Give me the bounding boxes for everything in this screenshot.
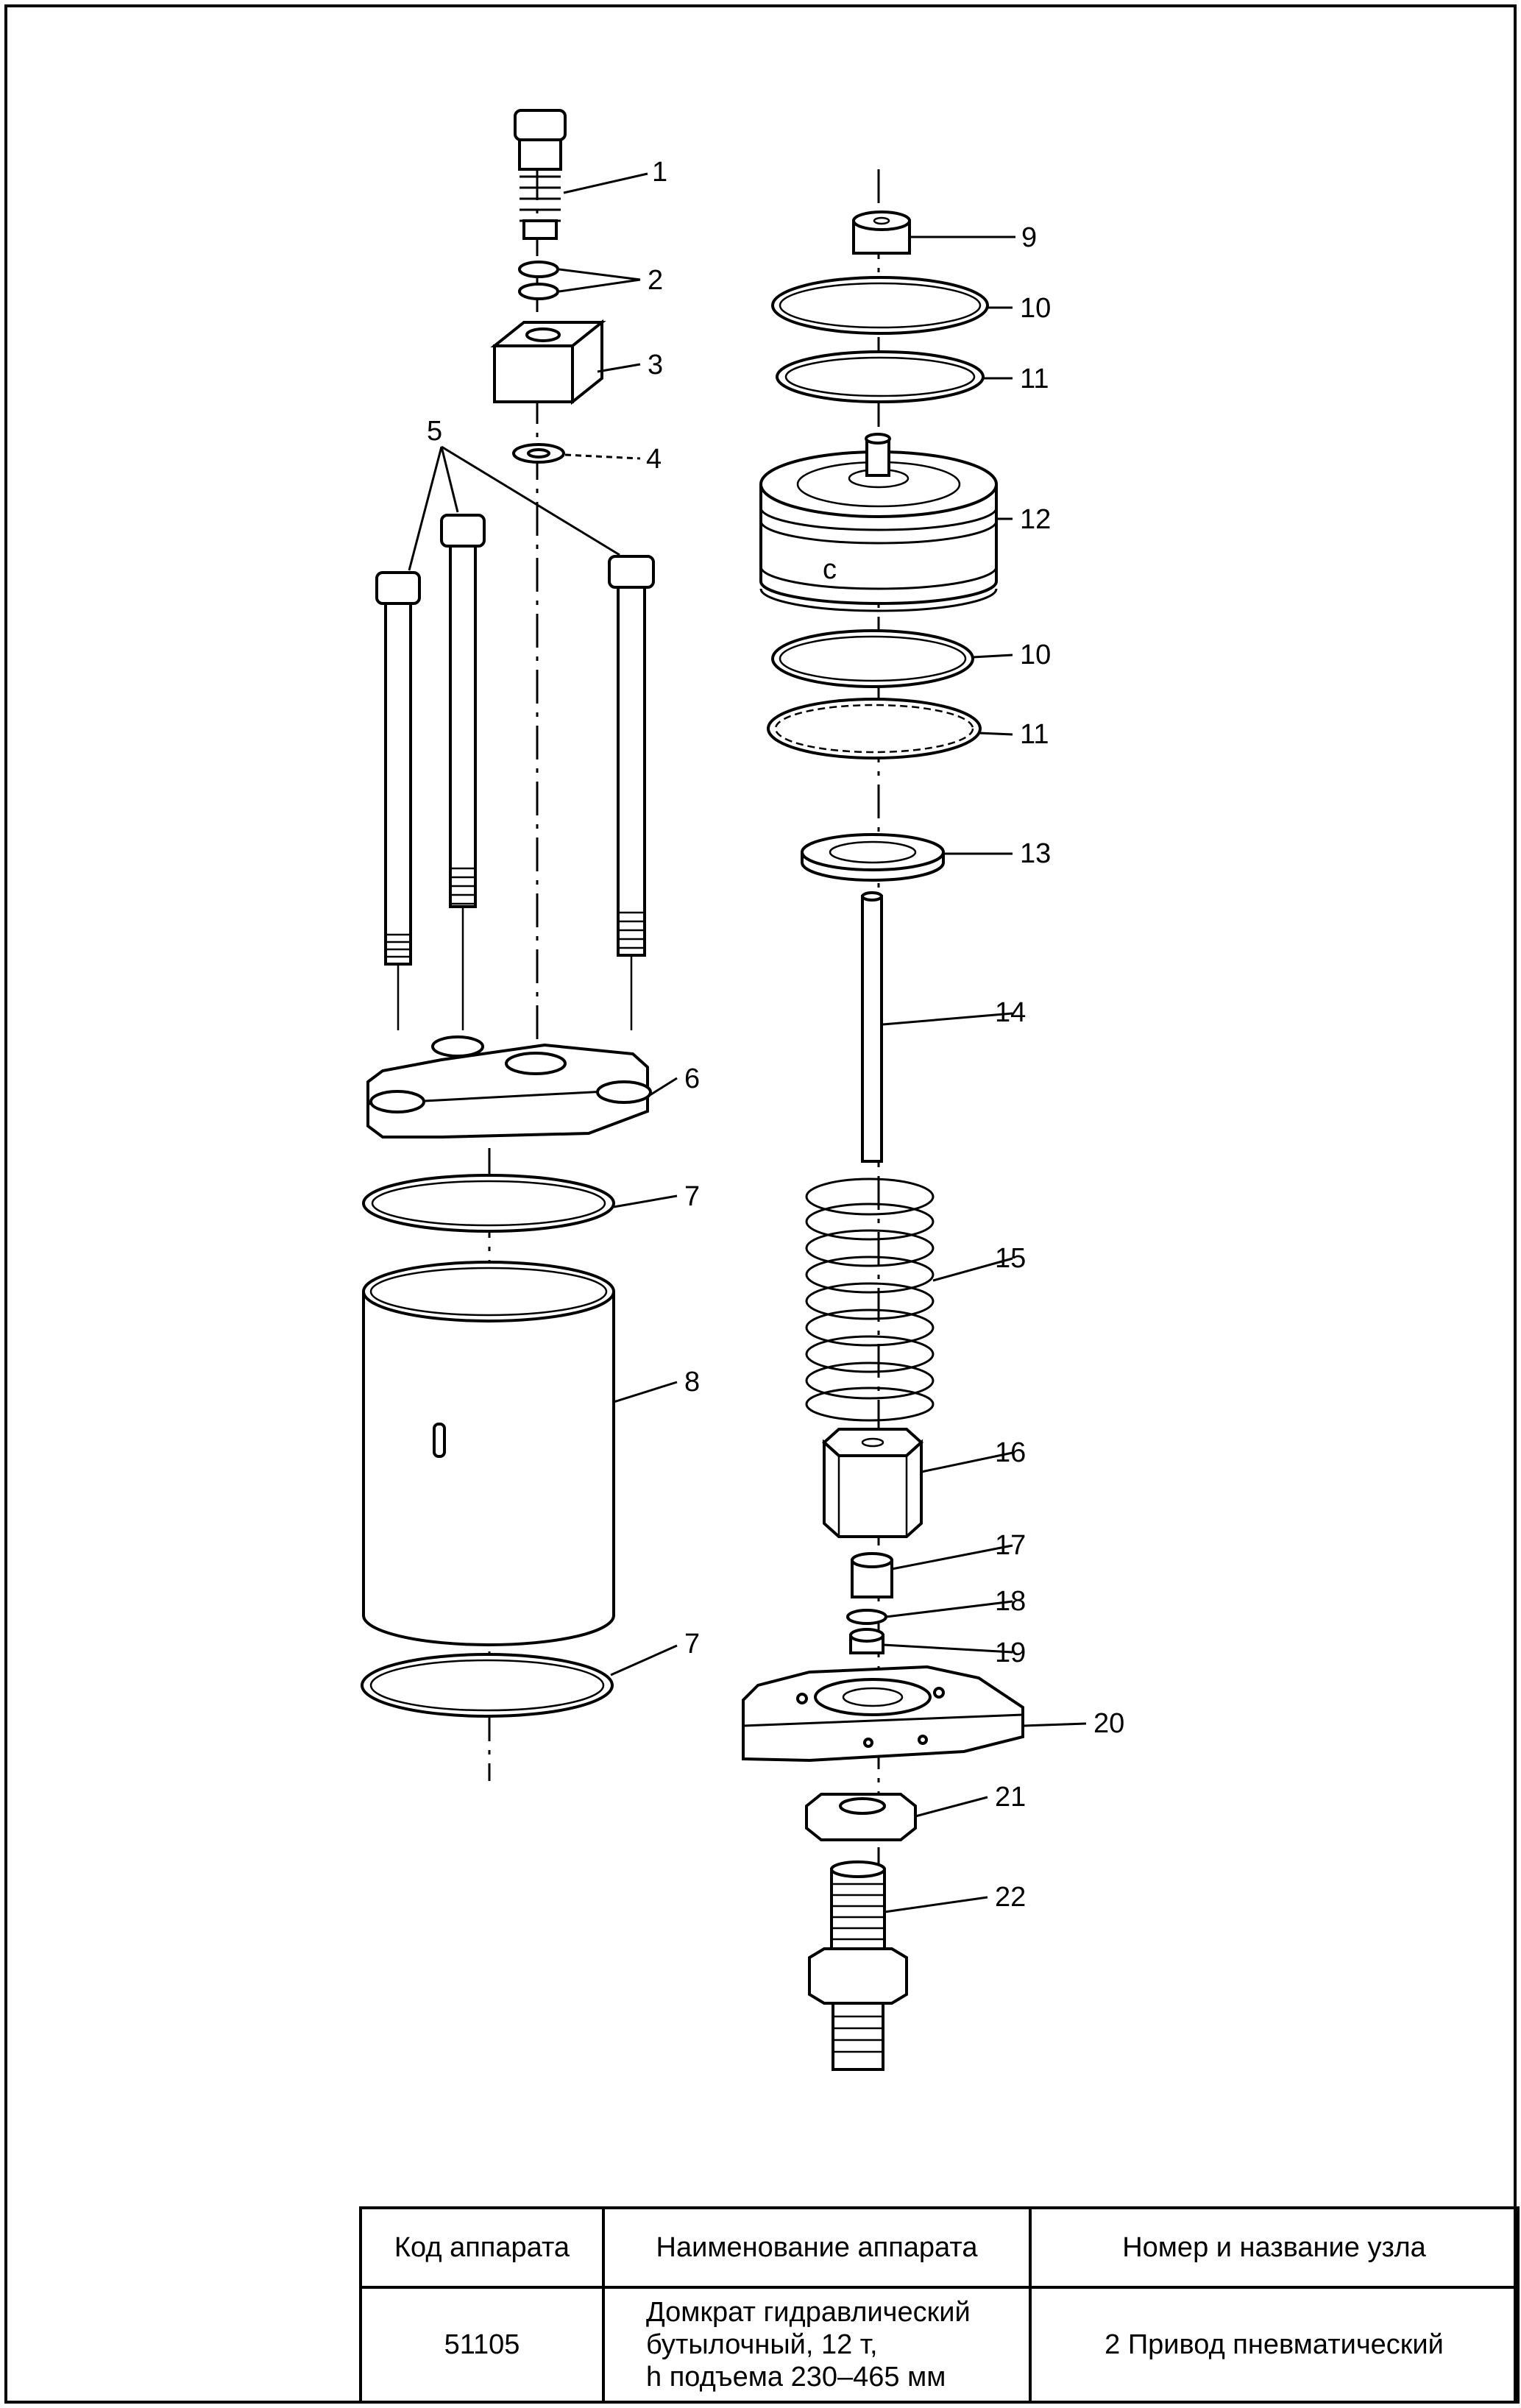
part-13-washer (801, 833, 945, 882)
part-11-ring-top (776, 350, 985, 403)
header-code: Код аппарата (359, 2206, 605, 2289)
part-6-top-plate (366, 1035, 652, 1139)
callout-14: 14 (995, 997, 1026, 1028)
part-12-piston: c (759, 433, 998, 612)
callout-8: 8 (684, 1367, 700, 1398)
part-21-nut (805, 1793, 917, 1841)
callout-10-lower: 10 (1020, 640, 1051, 670)
callout-9: 9 (1021, 222, 1037, 253)
callout-20: 20 (1093, 1708, 1124, 1739)
callout-6: 6 (684, 1063, 700, 1094)
callout-17: 17 (995, 1530, 1026, 1561)
exploded-assembly-drawing: c (361, 109, 1124, 2071)
title-block: Код аппарата Наименование аппарата Номер… (359, 2206, 1520, 2404)
unit-name: 2 Привод пневматический (1029, 2286, 1520, 2404)
part-4-ring (512, 443, 565, 464)
header-unit: Номер и название узла (1029, 2206, 1520, 2289)
callout-18: 18 (995, 1586, 1026, 1617)
apparatus-name-line-2: бутылочный, 12 т, (646, 2329, 878, 2360)
part-7-ring-bottom (361, 1653, 614, 1718)
callout-5: 5 (427, 416, 442, 447)
part-10-ring-top (771, 276, 989, 335)
callout-12: 12 (1020, 504, 1051, 535)
part-8-cylinder (362, 1261, 615, 1646)
callout-19: 19 (995, 1637, 1026, 1668)
part-1-plug (514, 109, 567, 240)
callout-10-top: 10 (1020, 293, 1051, 324)
part-2-washers (518, 261, 559, 300)
part-5-bolts (375, 514, 655, 1030)
drawing-frame (4, 4, 1517, 2404)
header-name: Наименование аппарата (602, 2206, 1032, 2289)
part-22-fitting (808, 1860, 908, 2071)
callout-2: 2 (648, 265, 663, 296)
part-7-ring-top (362, 1174, 615, 1233)
apparatus-code: 51105 (359, 2286, 605, 2404)
part-10-ring-lower (771, 629, 974, 688)
callout-11-top: 11 (1020, 364, 1049, 394)
callout-16: 16 (995, 1437, 1026, 1468)
leader-lines (408, 172, 1087, 1913)
callout-7-top: 7 (684, 1181, 700, 1212)
part-16-hex-body (822, 1428, 923, 1538)
piston-mark: c (823, 554, 837, 585)
part-3-block (490, 319, 606, 406)
callout-7-bottom: 7 (684, 1629, 700, 1660)
apparatus-name-line-1: Домкрат гидравлический (646, 2297, 971, 2328)
part-9-cap (852, 210, 911, 255)
callout-21: 21 (995, 1782, 1026, 1813)
part-15-spring (805, 1178, 935, 1422)
part-14-rod (861, 891, 883, 1163)
callout-13: 13 (1020, 838, 1051, 869)
part-20-base-plate (742, 1665, 1024, 1763)
apparatus-name-line-3: h подъема 230–465 мм (646, 2362, 946, 2393)
callout-11-lower: 11 (1020, 719, 1049, 750)
callout-22: 22 (995, 1882, 1026, 1913)
part-18-ring (846, 1609, 887, 1625)
part-19-seal (849, 1628, 884, 1654)
part-11-ring-lower (767, 698, 982, 759)
callout-numbers: 1 2 3 4 5 6 7 8 7 9 10 11 12 10 11 13 14… (427, 157, 1124, 1913)
callout-3: 3 (648, 350, 663, 380)
callout-15: 15 (995, 1243, 1026, 1274)
part-17-bushing (851, 1552, 893, 1598)
callout-1: 1 (652, 157, 667, 188)
apparatus-name: Домкрат гидравлический бутылочный, 12 т,… (602, 2286, 1032, 2404)
callout-4: 4 (646, 444, 662, 475)
